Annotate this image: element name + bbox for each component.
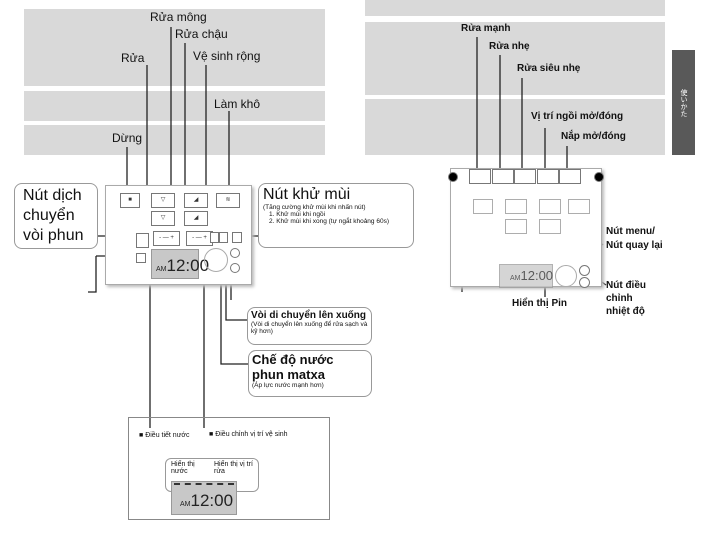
soft-wash-button[interactable] bbox=[492, 169, 514, 184]
position-display-label: Hiển thị vị trí rửa bbox=[214, 461, 253, 475]
label-dung: Dừng bbox=[112, 131, 143, 145]
water-adjust-label: ■ Điều tiết nước bbox=[139, 432, 190, 439]
am-indicator: AM bbox=[510, 275, 521, 282]
menu-callout: Nút menu/ Nút quay lại bbox=[606, 226, 663, 251]
oscillate-title: Vòi di chuyển lên xuống bbox=[251, 310, 367, 321]
wide-bidet-button[interactable] bbox=[539, 219, 561, 234]
am-indicator: AM bbox=[180, 501, 191, 508]
menu-button[interactable] bbox=[579, 265, 590, 276]
soft-rear-button[interactable]: ▽ bbox=[151, 211, 175, 226]
bidet-button[interactable]: ◢ bbox=[184, 193, 208, 208]
extra-button[interactable] bbox=[136, 253, 146, 263]
wide-bidet-button[interactable]: ◢ bbox=[184, 211, 208, 226]
stop-button[interactable]: ■ bbox=[120, 193, 140, 208]
seat-open-close-button[interactable] bbox=[537, 169, 559, 184]
massage-title: Chế độ nước phun matxa bbox=[252, 352, 334, 382]
label-rua-nhe: Rửa nhẹ bbox=[489, 41, 530, 52]
remote-panel-left: ■ ▽ ◢ ≋ ▽ ◢ - — + - — + AM12:00 bbox=[105, 185, 252, 285]
massage-button[interactable] bbox=[210, 232, 219, 243]
band bbox=[24, 9, 325, 86]
extra-soft-wash-button[interactable] bbox=[514, 169, 536, 184]
deodorize-item: 2. Khử mùi khi xong (tự ngắt khoảng 60s) bbox=[269, 218, 389, 225]
right-indicator bbox=[594, 172, 604, 182]
nozzle-shift-button[interactable] bbox=[136, 233, 149, 248]
clock-display: 12:00 bbox=[520, 268, 554, 283]
oscillate-callout: Vòi di chuyển lên xuống (Vòi di chuyển l… bbox=[247, 307, 372, 345]
clock-display: 12:00 bbox=[166, 256, 210, 275]
lcd-display: AM12:00 bbox=[499, 264, 553, 288]
temp-button[interactable] bbox=[579, 277, 590, 288]
label-vi-tri-ngoi: Vị trí ngồi mở/đóng bbox=[531, 111, 624, 122]
label-rua-chau: Rửa chậu bbox=[175, 27, 228, 41]
lcd-display: AM12:00 bbox=[151, 249, 209, 279]
bidet-button[interactable] bbox=[539, 199, 561, 214]
massage-subtitle: (Áp lực nước mạnh hơn) bbox=[252, 382, 324, 389]
position-adjust-text: Điều chỉnh vị trí vệ sinh bbox=[215, 431, 288, 438]
deodorize-item: 1. Khử mùi khi ngồi bbox=[269, 211, 326, 218]
am-indicator: AM bbox=[156, 266, 167, 273]
deodorize-callout: Nút khử mùi (Tăng cường khử mùi khi nhấn… bbox=[258, 183, 414, 248]
deodorize-button[interactable] bbox=[232, 232, 242, 243]
oscillate-button[interactable] bbox=[219, 232, 228, 243]
detail-lcd: AM12:00 bbox=[171, 481, 237, 515]
soft-rear-button[interactable] bbox=[505, 219, 527, 234]
rear-wash-button[interactable]: ▽ bbox=[151, 193, 175, 208]
rear-wash-button[interactable] bbox=[505, 199, 527, 214]
clock-display: 12:00 bbox=[190, 491, 234, 510]
water-adjust-text: Điều tiết nước bbox=[145, 432, 190, 439]
dry-button[interactable]: ≋ bbox=[216, 193, 240, 208]
left-indicator bbox=[448, 172, 458, 182]
lid-open-close-button[interactable] bbox=[559, 169, 581, 184]
water-pressure-control[interactable]: - — + bbox=[153, 231, 180, 246]
dry-button[interactable] bbox=[568, 199, 590, 214]
position-adjust-label: ■ Điều chỉnh vị trí vệ sinh bbox=[209, 431, 288, 438]
strong-wash-button[interactable] bbox=[469, 169, 491, 184]
oscillate-subtitle: (Vòi di chuyển lên xuống để rửa sạch và … bbox=[251, 321, 368, 335]
massage-callout: Chế độ nước phun matxa (Áp lực nước mạnh… bbox=[248, 350, 372, 397]
band bbox=[24, 125, 325, 155]
band bbox=[24, 91, 325, 121]
menu-button[interactable] bbox=[230, 248, 240, 258]
label-lam-kho: Làm khô bbox=[214, 97, 261, 111]
nozzle-shift-callout: Nút dịch chuyển vòi phun bbox=[14, 183, 98, 249]
band bbox=[365, 22, 665, 95]
stop-button[interactable] bbox=[473, 199, 493, 214]
dpad[interactable] bbox=[204, 248, 228, 272]
label-rua-sieu-nhe: Rửa siêu nhẹ bbox=[517, 63, 581, 74]
label-rua-manh: Rửa mạnh bbox=[461, 23, 511, 34]
label-rua: Rửa bbox=[121, 51, 145, 65]
detail-box: ■ Điều tiết nước ■ Điều chỉnh vị trí vệ … bbox=[128, 417, 330, 520]
level-indicator bbox=[174, 483, 234, 489]
deodorize-title: Nút khử mùi bbox=[263, 186, 351, 203]
remote-panel-right: AM12:00 bbox=[448, 168, 604, 288]
label-ve-sinh-rong: Vệ sinh rộng bbox=[193, 49, 261, 63]
position-control[interactable]: - — + bbox=[186, 231, 213, 246]
side-tab: 使いかた bbox=[672, 50, 695, 155]
band bbox=[365, 99, 665, 155]
water-display-label: Hiển thị nước bbox=[171, 461, 195, 475]
band bbox=[365, 0, 665, 16]
deodorize-subtitle: (Tăng cường khử mùi khi nhấn nút) bbox=[263, 204, 366, 211]
label-rua-mong: Rửa mông bbox=[150, 10, 207, 24]
temp-callout: Nút điều chỉnh nhiệt độ bbox=[606, 280, 646, 317]
dpad[interactable] bbox=[555, 265, 577, 287]
temp-button[interactable] bbox=[230, 263, 240, 273]
battery-callout: Hiển thị Pin bbox=[512, 298, 567, 309]
label-nap: Nắp mở/đóng bbox=[561, 131, 626, 142]
